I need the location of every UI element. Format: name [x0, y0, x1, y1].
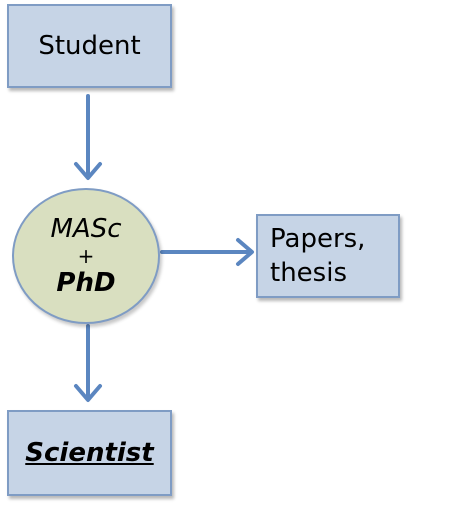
- degree-phd-label: PhD: [56, 268, 116, 298]
- degree-plus-label: +: [77, 244, 95, 268]
- arrow-degree-to-papers: [160, 238, 254, 266]
- degree-masc-label: MASc: [50, 214, 122, 244]
- thesis-label: thesis: [270, 258, 347, 288]
- scientist-label: Scientist: [25, 438, 154, 468]
- arrow-student-to-degree: [74, 94, 102, 180]
- student-node: Student: [7, 4, 172, 88]
- scientist-node: Scientist: [7, 410, 172, 496]
- papers-label: Papers,: [270, 224, 366, 254]
- papers-thesis-node: Papers, thesis: [256, 214, 400, 298]
- degree-node: MASc + PhD: [12, 188, 160, 324]
- arrow-degree-to-scientist: [74, 324, 102, 402]
- student-label: Student: [38, 31, 141, 61]
